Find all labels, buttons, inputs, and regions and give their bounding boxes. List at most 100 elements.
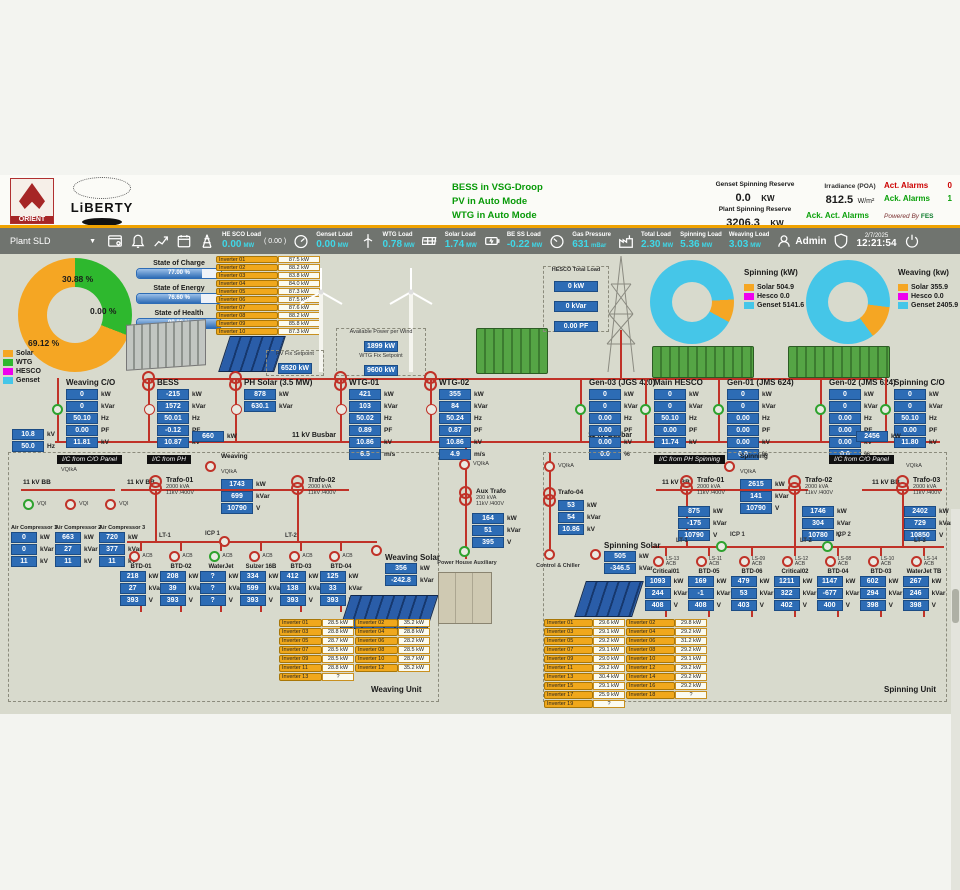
breaker-closed-icon[interactable] [815, 404, 826, 415]
feeder-breaker[interactable] [209, 551, 221, 562]
weaving-meter-breaker[interactable] [205, 461, 216, 472]
value-box: 875 [678, 506, 710, 517]
inverter-name: Inverter 04 [355, 628, 398, 636]
value-box: 663 [55, 532, 81, 543]
inverter-value: 31.2 kW [675, 637, 707, 645]
feeder-breaker[interactable] [652, 556, 664, 567]
feeder-breaker[interactable] [129, 551, 141, 562]
calendar-icon[interactable] [176, 233, 192, 249]
inverter-row: Inverter 18? [626, 691, 708, 699]
transformer-icon[interactable] [142, 371, 155, 391]
value-unit: kV [624, 439, 632, 446]
transformer-icon[interactable] [334, 371, 347, 391]
feeder-breaker[interactable] [289, 551, 301, 562]
page-selector[interactable]: Plant SLD ▼ [6, 234, 100, 248]
factory-icon[interactable] [618, 233, 634, 249]
feeder-breaker[interactable] [910, 556, 922, 567]
feeder-breaker[interactable] [169, 551, 181, 562]
meter-title: Weaving [221, 453, 248, 460]
value-unit: kW [689, 391, 699, 398]
bb-label: 11 kV BB [127, 479, 155, 486]
breaker-closed-icon[interactable] [713, 404, 724, 415]
ack-alarms-label[interactable]: Ack. Alarms [884, 194, 930, 203]
hesco-total-label: HESCO Total Load [551, 267, 601, 273]
ack-act-alarms-button[interactable]: Ack. Act. Alarms [806, 211, 869, 220]
tower-feeder-line [620, 330, 622, 378]
orient-emblem-icon [19, 183, 45, 209]
value-box: 141 [740, 491, 772, 502]
breaker-open-icon[interactable] [231, 404, 242, 415]
transformer-icon[interactable] [424, 371, 437, 391]
stat-value: 1.74 [444, 238, 465, 250]
user-menu[interactable]: Admin [776, 233, 826, 249]
feeder-breaker[interactable] [781, 556, 793, 567]
value-unit: kVar [188, 585, 203, 592]
trafo4-breaker[interactable] [544, 461, 555, 472]
solar-panel-icon[interactable] [421, 233, 438, 249]
transformer-icon[interactable] [788, 475, 801, 495]
breaker-open-icon[interactable] [144, 404, 155, 415]
wind-turbine-icon[interactable] [360, 233, 376, 249]
transformer-icon[interactable] [229, 371, 242, 391]
breaker-open-icon[interactable] [426, 404, 437, 415]
feeder-breaker[interactable] [696, 556, 707, 567]
transformer-icon[interactable] [543, 487, 556, 507]
compressor-breaker[interactable] [23, 499, 34, 510]
date-display: 2/7/2025 [864, 233, 889, 239]
compressor-breaker[interactable] [65, 499, 76, 510]
chiller-breaker[interactable] [544, 549, 555, 560]
value-box: 50.02 [349, 413, 381, 424]
bell-icon[interactable] [130, 233, 146, 249]
breaker-open-icon[interactable] [336, 404, 347, 415]
gas-gauge-icon[interactable] [549, 233, 565, 249]
pylon-icon[interactable] [199, 233, 215, 249]
breaker-closed-icon[interactable] [880, 404, 891, 415]
breaker-closed-icon[interactable] [640, 404, 651, 415]
gauge-icon[interactable] [293, 233, 309, 249]
spinning-meter-breaker[interactable] [724, 461, 735, 472]
transformer-icon[interactable] [459, 486, 472, 506]
bar-label: State of Charge [153, 260, 205, 267]
irradiance-unit: W/m² [857, 198, 875, 205]
weaving-solar-breaker[interactable] [371, 545, 382, 556]
feeder-breaker[interactable] [738, 556, 750, 567]
compressor-breaker[interactable] [105, 499, 116, 510]
value-unit: kVar [931, 590, 946, 597]
vqika-label: VQIkA [740, 469, 756, 475]
act-alarms-label[interactable]: Act. Alarms [884, 181, 929, 190]
transformer-icon[interactable] [680, 475, 693, 495]
power-icon[interactable] [904, 233, 920, 249]
stat-unit: MW [404, 242, 415, 249]
battery-icon[interactable] [484, 233, 500, 249]
spinning-solar-breaker[interactable] [590, 549, 601, 560]
shield-icon[interactable] [833, 233, 849, 249]
inverter-value: 87.5 kW [278, 256, 320, 263]
scrollbar-track[interactable] [951, 509, 960, 890]
control-chiller-label: Control & Chiller [536, 563, 580, 569]
aux-breaker[interactable] [459, 459, 470, 470]
setpoint-value: 6520 kW [277, 363, 313, 375]
report-icon[interactable] [107, 233, 123, 249]
transformer-icon[interactable] [896, 475, 909, 495]
feeder-breaker[interactable] [867, 556, 879, 567]
value-box: 400 [816, 600, 843, 611]
scrollbar-thumb[interactable] [952, 589, 959, 623]
feeder-name: BTD-06 [741, 569, 763, 575]
feeder-breaker[interactable] [824, 556, 836, 567]
value-unit: kVar [84, 546, 98, 553]
breaker-closed-icon[interactable] [575, 404, 586, 415]
trend-icon[interactable] [153, 233, 169, 249]
breaker-closed-icon[interactable] [52, 404, 63, 415]
gen02-genset-image [788, 346, 890, 378]
value-box: 39 [159, 583, 186, 594]
value-unit: Hz [192, 415, 200, 422]
feeder-breaker[interactable] [249, 551, 261, 562]
feeder-breaker[interactable] [329, 551, 341, 562]
value-unit: PF [101, 427, 110, 434]
aux-lv-breaker[interactable] [459, 546, 470, 557]
inverter-name: Inverter 14 [626, 673, 675, 681]
